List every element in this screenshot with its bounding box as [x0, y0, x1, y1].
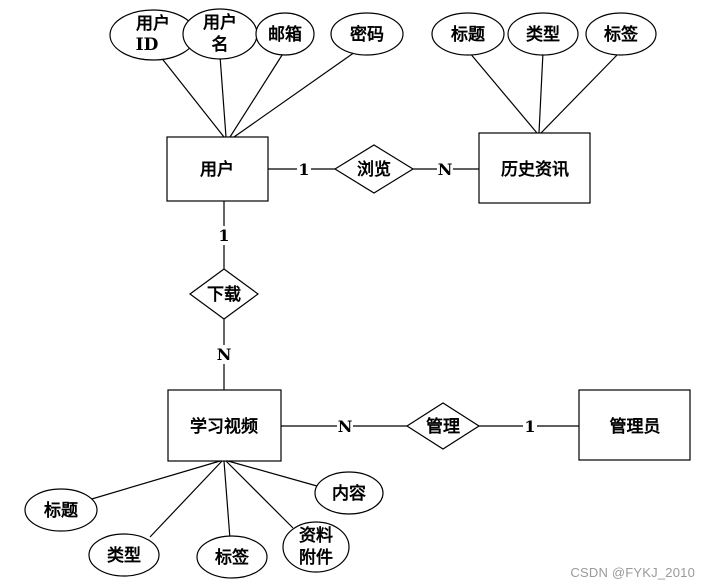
svg-text:邮箱: 邮箱: [268, 24, 302, 45]
connector-video-attachment: [225, 460, 294, 529]
svg-text:ID: ID: [136, 35, 159, 55]
connector-video-type: [149, 460, 223, 538]
cardinality-download-video: N: [216, 345, 232, 364]
svg-text:管理: 管理: [426, 416, 460, 437]
svg-text:用户: 用户: [203, 12, 237, 33]
connector-video-tag: [223, 460, 231, 540]
connector-user-id: [159, 55, 225, 138]
connector-password: [233, 51, 356, 138]
relationship-download: 下载: [188, 268, 260, 320]
relationship-browse: 浏览: [333, 144, 415, 194]
cardinality-browse-user: 1: [297, 160, 311, 179]
attribute-video-type: 类型: [88, 533, 160, 577]
svg-text:N: N: [338, 417, 353, 436]
attribute-history-tag: 标签: [585, 12, 657, 56]
attribute-history-type: 类型: [507, 12, 579, 56]
svg-text:标签: 标签: [604, 24, 639, 45]
attribute-video-title: 标题: [24, 488, 98, 532]
entity-user: 用户: [166, 136, 269, 202]
svg-text:类型: 类型: [107, 545, 141, 566]
svg-text:内容: 内容: [332, 483, 366, 504]
svg-text:名: 名: [212, 34, 229, 55]
connector-video-content: [227, 460, 318, 487]
svg-text:标题: 标题: [44, 500, 79, 521]
cardinality-manage-video: N: [337, 417, 353, 436]
connector-history-title: [468, 51, 538, 134]
attribute-video-tag: 标签: [196, 535, 268, 579]
connector-history-tag: [540, 51, 621, 134]
connector-username: [219, 55, 227, 138]
svg-text:学习视频: 学习视频: [190, 416, 258, 437]
entity-admin: 管理员: [578, 389, 691, 461]
connector-email: [229, 51, 285, 138]
watermark: CSDN @FYKJ_2010: [570, 565, 695, 580]
svg-text:标题: 标题: [451, 24, 486, 45]
attribute-video-content: 内容: [314, 471, 384, 515]
cardinality-manage-admin: 1: [523, 417, 537, 436]
attribute-history-title: 标题: [431, 12, 505, 56]
attribute-username: 用户 名: [182, 8, 258, 60]
cardinality-browse-history: N: [437, 160, 453, 179]
svg-text:用户: 用户: [200, 159, 234, 180]
svg-text:N: N: [438, 160, 453, 179]
attribute-password: 密码: [330, 12, 404, 56]
relationship-manage: 管理: [405, 402, 481, 450]
cardinality-download-user: 1: [217, 226, 231, 245]
svg-text:1: 1: [298, 160, 309, 179]
svg-text:密码: 密码: [350, 24, 384, 45]
svg-text:资料: 资料: [299, 525, 333, 546]
svg-text:历史资讯: 历史资讯: [501, 159, 569, 180]
svg-text:附件: 附件: [299, 547, 333, 568]
svg-text:下载: 下载: [207, 284, 241, 305]
attribute-video-attachment: 资料 附件: [282, 521, 350, 573]
svg-text:用户: 用户: [136, 13, 170, 34]
svg-text:N: N: [217, 345, 232, 364]
svg-text:1: 1: [218, 226, 229, 245]
svg-text:1: 1: [524, 417, 535, 436]
attribute-user-id: 用户 ID: [109, 9, 197, 61]
connector-video-title: [84, 460, 221, 502]
svg-text:浏览: 浏览: [357, 159, 391, 180]
entity-video: 学习视频: [167, 389, 282, 462]
attribute-email: 邮箱: [255, 12, 315, 56]
svg-text:标签: 标签: [215, 547, 250, 568]
entity-history: 历史资讯: [478, 132, 591, 204]
svg-text:类型: 类型: [526, 24, 560, 45]
connector-history-type: [538, 51, 544, 134]
svg-text:管理员: 管理员: [610, 416, 661, 437]
